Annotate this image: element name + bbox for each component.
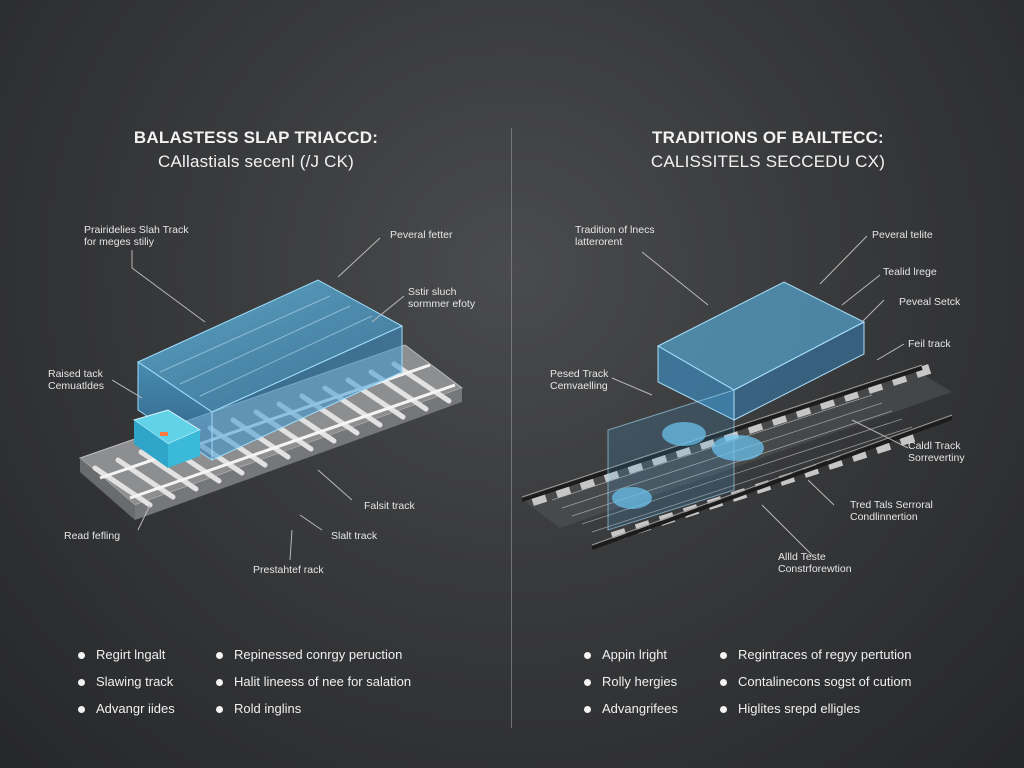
bullet-dot-icon [720,706,727,713]
bullet-dot-icon [720,652,727,659]
bullet-item: Appin lright [584,646,678,673]
label-peveral-fetter: Peveral fetter [390,229,453,241]
left-fastening-block [132,409,202,468]
label-prestahtef-rack: Prestahtef rack [253,564,324,576]
bullet-dot-icon [216,652,223,659]
bullet-dot-icon [720,679,727,686]
ballastless-panel: BALASTESS SLAP TRIACCD: CAllastials sece… [0,126,512,727]
right-glass-box [607,281,866,531]
bullet-item: Rold inglins [216,700,411,727]
right-sensor-blobs [612,422,764,509]
label-tealid-lrege: Tealid lrege [883,266,937,278]
label-tred-tals: Tred Tals Serroral Condlinnertion [850,499,933,523]
left-leader-lines [111,237,405,561]
label-slalt-track: Slalt track [331,530,378,542]
left-bullets-col1: Regirt lngalt Slawing track Advangr iide… [78,646,175,727]
ballasted-track-illustration [520,235,953,556]
label-read-fefling: Read fefling [64,530,121,542]
right-title-line2: CALISSITELS SECCEDU CX) [650,152,886,171]
bullet-item: Higlites srepd elligles [720,700,911,727]
bullet-item: Slawing track [78,673,175,700]
left-bullets-col2: Repinessed conrgy peruction Halit linees… [216,646,411,727]
bullet-item: Advangr iides [78,700,175,727]
bullet-dot-icon [584,679,591,686]
right-bullets-col2: Regintraces of regyy pertution Contaline… [720,646,911,727]
right-bullets-col1: Appin lright Rolly hergies Advangrifees [584,646,678,727]
bullet-dot-icon [584,706,591,713]
bullet-item: Repinessed conrgy peruction [216,646,411,673]
label-allld-teste: Allld Teste Constrforewtion [778,551,852,575]
label-tradition-of-lnecs: Tradition of lnecs latterorent [575,224,655,248]
right-title-line1: TRADITIONS OF BAILTECC: [652,128,884,147]
panel-divider [511,128,512,728]
label-peveral-telite: Peveral telite [872,229,933,241]
bullet-item: Halit lineess of nee for salation [216,673,411,700]
right-leader-lines [611,235,909,556]
label-raised-tack: Raised tack Cemuatldes [48,368,105,392]
label-pesed-track: Pesed Track Cemvaelling [550,368,609,392]
bullet-item: Advangrifees [584,700,678,727]
bullet-dot-icon [78,679,85,686]
bullet-dot-icon [216,679,223,686]
left-title-line1: BALASTESS SLAP TRIACCD: [133,128,379,147]
label-feil-track: Feil track [908,338,951,350]
bullet-item: Regintraces of regyy pertution [720,646,911,673]
label-caldl-track: Caldl Track Sorrevertiny [908,440,965,464]
bullet-item: Rolly hergies [584,673,678,700]
label-sstir-sluch: Sstir sluch sormmer efoty [408,286,476,310]
right-title: TRADITIONS OF BAILTECC: CALISSITELS SECC… [512,126,1024,174]
label-falsit-track: Falsit track [364,500,415,512]
label-prairidelies-slab: Prairidelies Slah Track for meges stiliy [84,224,189,248]
bullet-item: Regirt lngalt [78,646,175,673]
bullet-dot-icon [78,706,85,713]
bullet-dot-icon [78,652,85,659]
bullet-dot-icon [216,706,223,713]
left-title: BALASTESS SLAP TRIACCD: CAllastials sece… [0,126,512,174]
bullet-item: Contalinecons sogst of cutiom [720,673,911,700]
bullet-dot-icon [584,652,591,659]
label-peveal-setck: Peveal Setck [899,296,961,308]
left-title-line2: CAllastials secenl (/J CK) [157,152,355,171]
slab-track-illustration [79,237,464,561]
traditional-panel: TRADITIONS OF BAILTECC: CALISSITELS SECC… [512,0,1024,768]
